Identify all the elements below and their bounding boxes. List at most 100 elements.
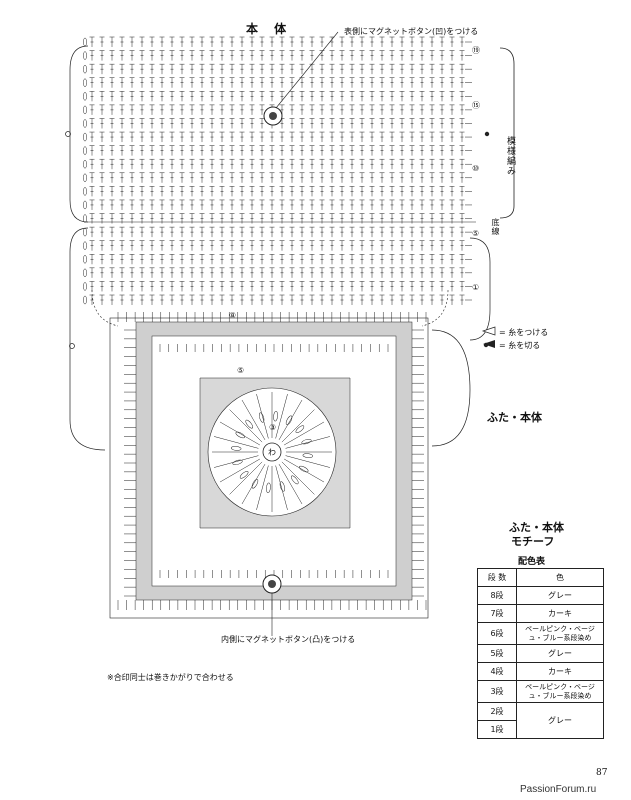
stitch-mark [119,199,125,210]
stitch-mark [109,77,115,88]
round-cell: 3段 [477,680,517,703]
stitch-mark [229,145,235,156]
stitch-mark [169,172,175,183]
stitch-mark [459,226,465,238]
stitch-mark [429,226,435,238]
stitch-mark [139,91,145,102]
stitch-mark [379,186,385,197]
stitch-mark [359,118,365,129]
stitch-mark [159,267,165,278]
motif-stitch-mark [283,421,325,446]
stitch-mark [169,158,175,170]
stitch-mark [459,36,465,47]
stitch-mark [279,158,285,170]
stitch-mark [379,145,385,156]
motif-stitch-mark [285,436,331,449]
stitch-mark [229,186,235,197]
stitch-mark [289,158,295,170]
stitch-mark [309,267,315,278]
header-color: 色 [516,568,604,587]
stitch-mark [249,104,255,115]
stitch-mark [329,77,335,88]
stitch-mark [289,294,295,305]
chain-mark [83,51,87,60]
stitch-mark [429,281,435,292]
stitch-mark [169,240,175,251]
motif-cluster-mark [295,425,305,433]
stitch-mark [329,267,335,278]
table-row: 4段 カーキ [477,662,604,681]
stitch-mark [239,77,245,88]
stitch-mark [139,77,145,88]
stitch-mark [249,158,255,170]
stitch-mark [449,63,455,75]
stitch-mark [399,199,405,210]
stitch-mark [179,281,185,292]
motif-cluster-mark [230,446,242,451]
stitch-mark [429,36,435,47]
stitch-mark [359,199,365,210]
stitch-mark [359,254,365,265]
stitch-mark [259,158,265,170]
stitch-mark [179,104,185,115]
stitch-mark [149,77,155,88]
stitch-mark [459,63,465,75]
motif-cluster-mark [245,419,253,429]
stitch-mark [319,145,325,156]
stitch-mark [269,267,275,278]
stitch-mark [139,104,145,115]
stitch-mark [199,226,205,238]
stitch-mark [289,77,295,88]
stitch-mark [339,267,345,278]
stitch-mark [299,118,305,129]
stitch-mark [389,36,395,47]
stitch-mark [319,281,325,292]
stitch-mark [319,118,325,129]
body-title: 本 体 [246,22,293,36]
stitch-mark [409,131,415,143]
stitch-mark [119,186,125,197]
stitch-mark [389,226,395,238]
pattern-bracket [499,47,515,219]
stitch-mark [409,77,415,88]
stitch-mark [309,254,315,265]
stitch-mark [319,50,325,61]
stitch-mark [149,118,155,129]
stitch-mark [319,226,325,238]
stitch-mark [299,267,305,278]
stitch-mark [339,226,345,238]
stitch-mark [299,172,305,183]
stitch-mark [159,104,165,115]
stitch-mark [189,118,195,129]
stitch-mark [199,77,205,88]
stitch-mark [229,118,235,129]
stitch-mark [159,186,165,197]
stitch-mark [89,63,95,75]
stitch-mark [189,131,195,143]
stitch-mark [299,104,305,115]
stitch-mark [429,131,435,143]
stitch-mark [249,172,255,183]
stitch-mark [239,254,245,265]
stitch-mark [399,63,405,75]
stitch-mark [179,172,185,183]
stitch-mark [419,294,425,305]
stitch-mark [309,158,315,170]
stitch-mark [459,254,465,265]
stitch-mark [249,226,255,238]
stitch-mark [449,281,455,292]
stitch-mark [269,131,275,143]
stitch-mark [209,118,215,129]
stitch-mark [359,186,365,197]
table-row: 1段 [477,720,604,739]
stitch-mark [339,131,345,143]
stitch-mark [449,267,455,278]
stitch-mark [429,50,435,61]
stitch-mark [229,281,235,292]
stitch-mark [249,91,255,102]
chain-mark [83,187,87,196]
stitch-mark [139,226,145,238]
stitch-mark [199,50,205,61]
stitch-mark [349,226,355,238]
